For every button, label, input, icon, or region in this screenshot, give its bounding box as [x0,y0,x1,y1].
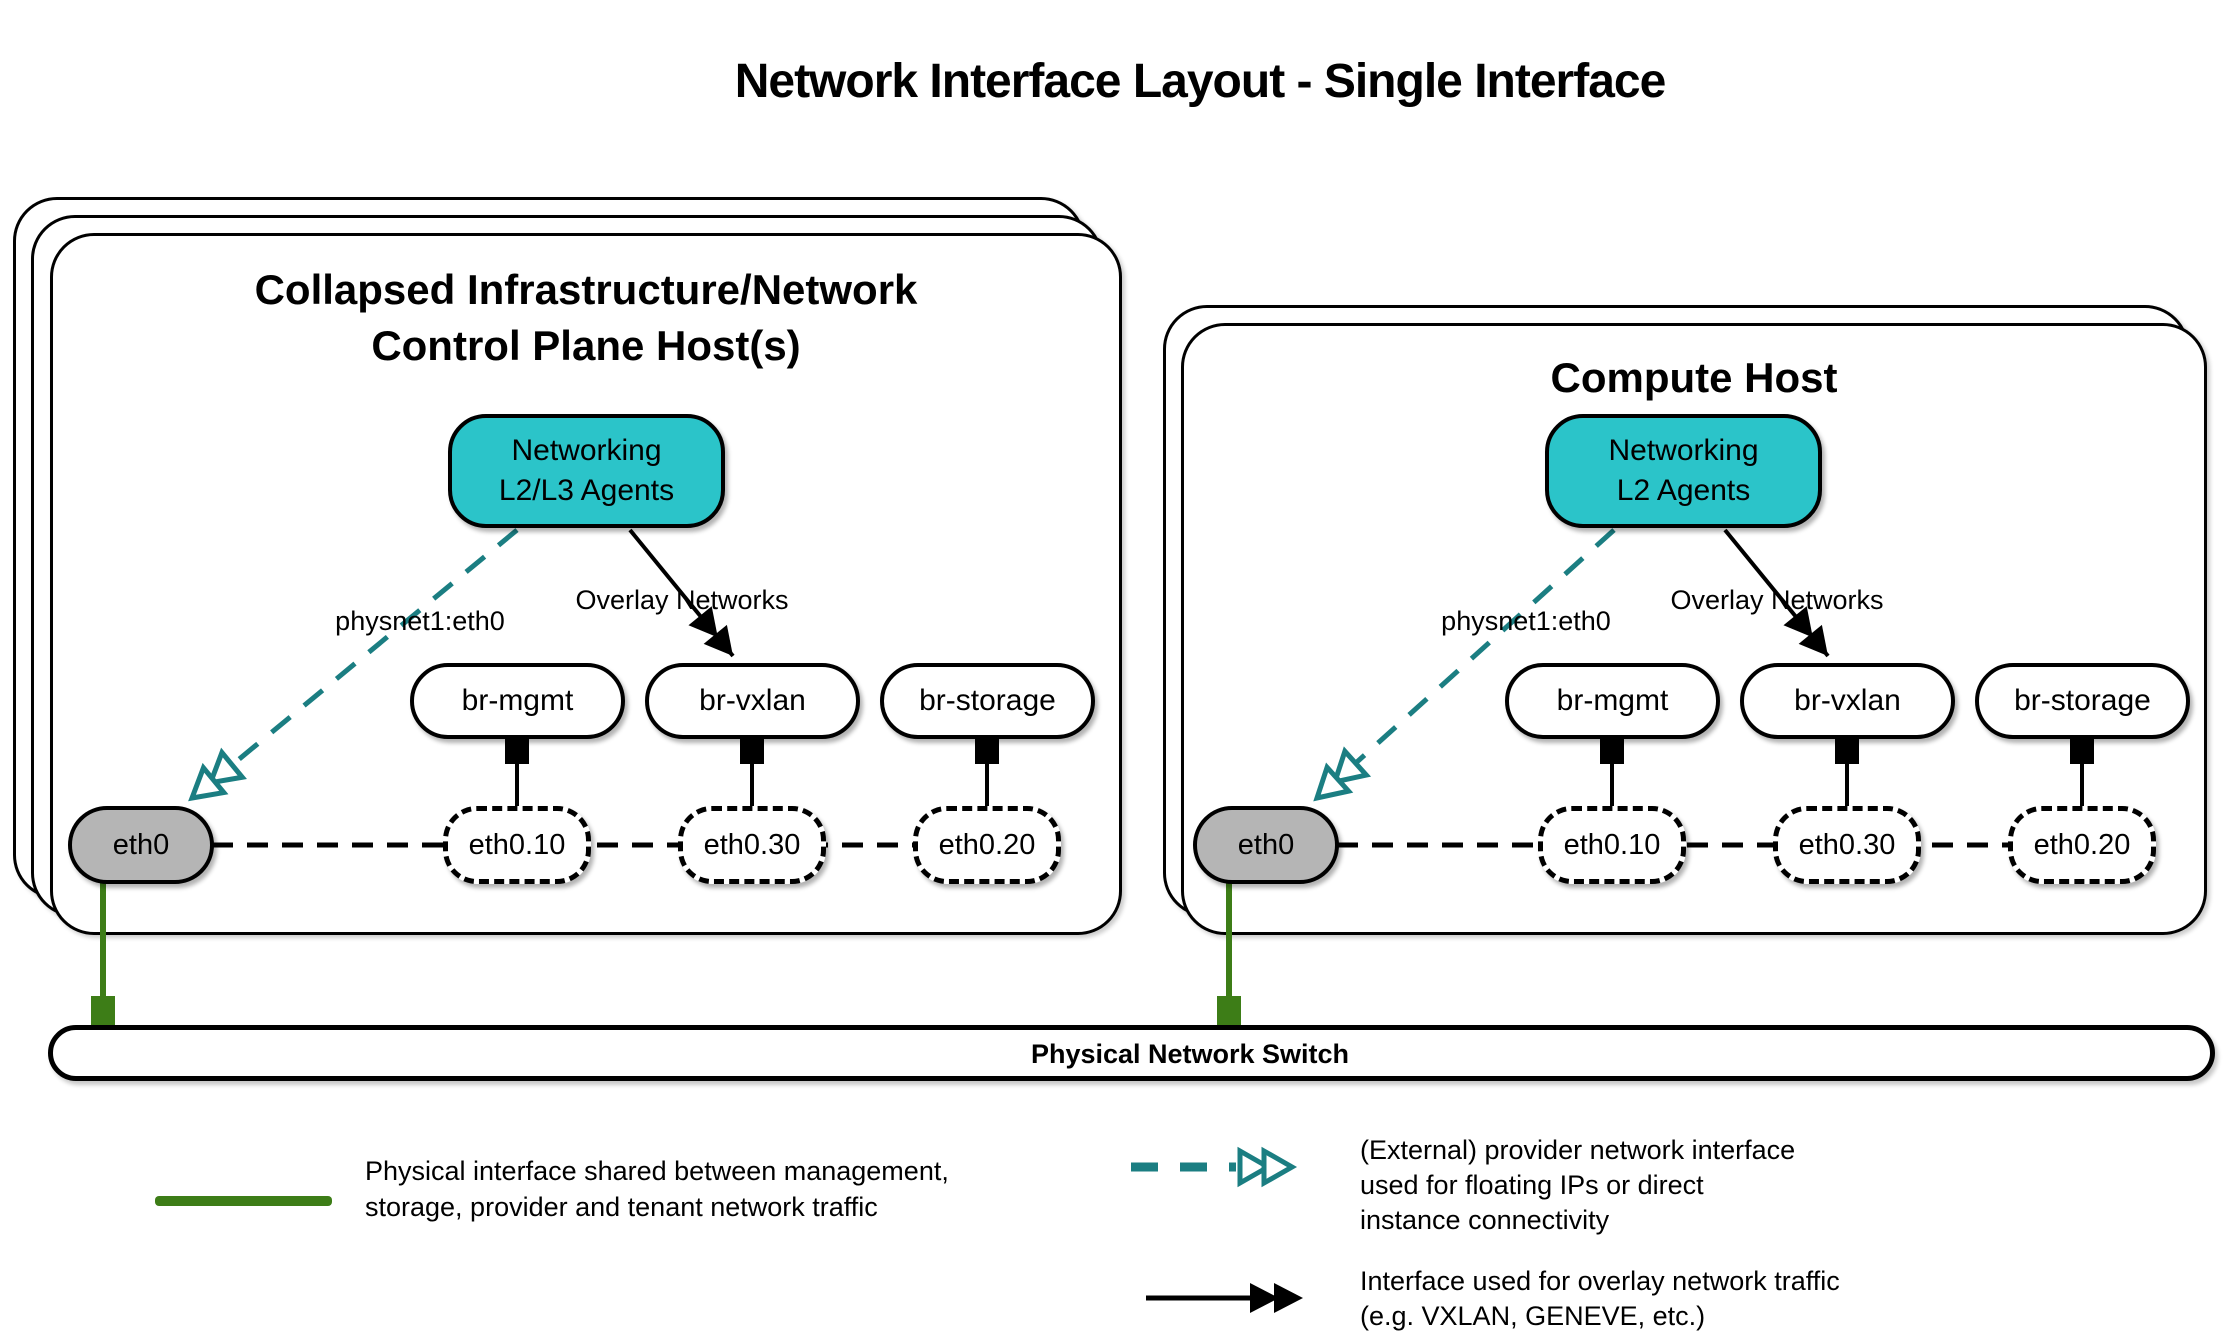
physical-interface-node-left: eth0 [68,806,214,884]
legend-text-line: used for floating IPs or direct [1360,1170,1704,1200]
legend-text-line: Physical interface shared between manage… [365,1156,949,1186]
switch-port-stub-right [1217,996,1241,1025]
physical-network-switch-label: Physical Network Switch [1030,1039,1350,1069]
legend-item-provider-network: (External) provider network interface us… [1360,1133,1795,1238]
vlan-node-eth0-10-right: eth0.10 [1538,806,1686,884]
legend-item-overlay-network: Interface used for overlay network traff… [1360,1264,1840,1334]
agent-label-line: Networking [511,434,662,467]
vlan-node-eth0-20-left: eth0.20 [913,806,1061,884]
overlay-edge-label-right: Overlay Networks [1670,585,1884,615]
legend-item-physical-interface: Physical interface shared between manage… [365,1153,949,1225]
legend-text-line: (External) provider network interface [1360,1135,1796,1165]
bridge-node-br-mgmt-right: br-mgmt [1505,663,1720,739]
control-plane-host-title: Collapsed Infrastructure/Network Control… [50,262,1122,374]
physical-interface-node-right: eth0 [1193,806,1339,884]
physical-network-switch-bar [48,1025,2215,1081]
bridge-node-br-storage-left: br-storage [880,663,1095,739]
networking-agents-node-right: Networking L2 Agents [1545,414,1822,528]
networking-agents-node-left: Networking L2/L3 Agents [448,414,725,528]
legend-text-line: Interface used for overlay network traff… [1360,1266,1840,1296]
legend-text-line: storage, provider and tenant network tra… [365,1192,878,1222]
legend-black-arrowhead [1274,1283,1303,1313]
provider-edge-label-right: physnet1:eth0 [1441,606,1611,636]
legend-text-line: (e.g. VXLAN, GENEVE, etc.) [1360,1301,1706,1331]
legend-green-line-swatch [155,1196,332,1206]
agent-label-line: L2 Agents [1616,474,1751,507]
agent-label-line: Networking [1608,434,1759,467]
bridge-node-br-vxlan-left: br-vxlan [645,663,860,739]
vlan-node-eth0-20-right: eth0.20 [2008,806,2156,884]
page-title: Network Interface Layout - Single Interf… [734,55,1667,108]
vlan-node-eth0-30-right: eth0.30 [1773,806,1921,884]
legend-teal-open-arrowhead [1237,1146,1274,1188]
legend-teal-open-arrowhead [1261,1146,1298,1188]
vlan-node-eth0-10-left: eth0.10 [443,806,591,884]
host-title-line: Control Plane Host(s) [371,322,801,369]
bridge-node-br-mgmt-left: br-mgmt [410,663,625,739]
host-title-line: Compute Host [1550,354,1838,401]
legend-text-line: instance connectivity [1360,1205,1610,1235]
host-title-line: Collapsed Infrastructure/Network [254,266,918,313]
bridge-node-br-storage-right: br-storage [1975,663,2190,739]
agent-label-line: L2/L3 Agents [498,474,675,507]
overlay-edge-label-left: Overlay Networks [575,585,789,615]
provider-edge-label-left: physnet1:eth0 [335,606,505,636]
legend-black-arrowhead [1250,1283,1279,1313]
compute-host-title: Compute Host [1181,350,2207,406]
vlan-node-eth0-30-left: eth0.30 [678,806,826,884]
bridge-node-br-vxlan-right: br-vxlan [1740,663,1955,739]
switch-port-stub-left [91,996,115,1025]
